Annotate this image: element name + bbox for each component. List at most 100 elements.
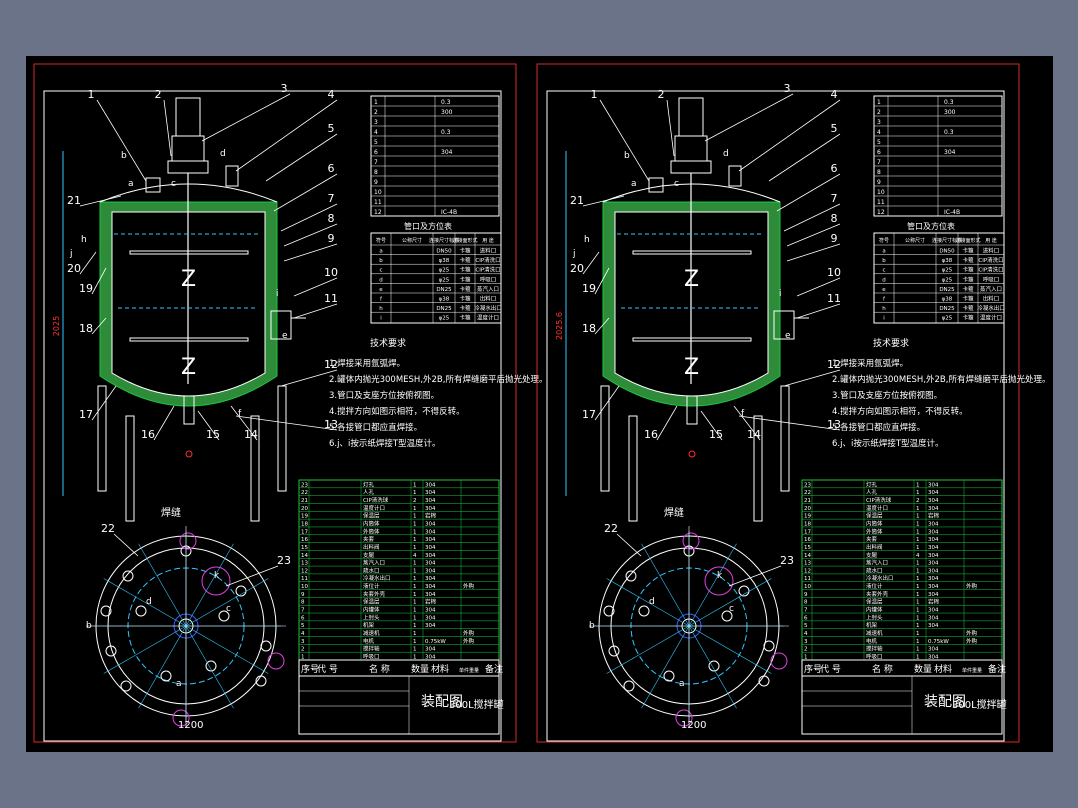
parts-cell: 11 — [301, 576, 308, 582]
plan-radial-line — [185, 625, 234, 709]
height-dimension: 2025.6 — [555, 312, 564, 340]
parts-cell: 304 — [425, 655, 436, 661]
nozzle-table-header: 符号 — [879, 237, 889, 244]
impeller-lower — [129, 337, 249, 342]
leader-line — [666, 99, 675, 157]
parts-cell: 304 — [928, 506, 939, 512]
spec-value: 0.3 — [944, 99, 954, 106]
plan-part-number: 22 — [604, 522, 618, 535]
parts-header-cell: 数量 — [914, 663, 932, 675]
tech-req-line: 6.j、i按示纸焊接T型温度计。 — [832, 438, 944, 449]
spec-row-number: 1 — [374, 99, 378, 106]
nozzle-cell: CIP清洗口 — [475, 266, 500, 274]
parts-cell: 304 — [928, 490, 939, 496]
plan-part-number: 22 — [101, 522, 115, 535]
parts-cell: 内筒体 — [363, 519, 380, 527]
plan-nozzle-letter: c — [729, 604, 734, 614]
parts-cell: 夹套外壳 — [866, 590, 889, 598]
parts-cell: 减速机 — [866, 629, 883, 637]
outlet-valve — [686, 395, 698, 425]
parts-cell: 出料阀 — [363, 543, 380, 551]
parts-cell: 保温层 — [363, 512, 380, 520]
parts-cell: 外购 — [966, 637, 978, 645]
plan-manhole — [201, 566, 231, 596]
parts-cell: 7 — [301, 608, 305, 614]
nozzle-a — [648, 177, 664, 193]
parts-cell: 5 — [804, 623, 808, 629]
part-number: 19 — [79, 282, 93, 295]
nozzle-cell: e — [882, 287, 886, 293]
part-number: 17 — [79, 408, 93, 421]
nozzle-letter: f — [741, 409, 745, 419]
nozzle-cell: 卡箍 — [459, 304, 471, 312]
part-number: 1 — [88, 88, 95, 101]
parts-cell: 冷凝水出口 — [866, 574, 894, 582]
parts-cell: 304 — [928, 647, 939, 653]
spec-value: 0.3 — [441, 129, 451, 136]
impeller-mark: Z — [684, 355, 699, 380]
parts-cell: 上封头 — [363, 613, 380, 621]
parts-cell: 1 — [413, 576, 417, 582]
parts-cell: 4 — [916, 553, 920, 559]
motor — [175, 97, 201, 137]
parts-cell: 2 — [804, 647, 808, 653]
plan-part-number: 23 — [780, 554, 794, 567]
leader-line — [786, 243, 841, 262]
parts-cell: 10 — [301, 584, 308, 590]
parts-cell: 8 — [804, 600, 808, 606]
parts-cell: 夹套 — [363, 535, 375, 543]
part-number: 9 — [328, 232, 335, 245]
parts-header-cell: 代 号 — [317, 664, 338, 675]
spec-row-number: 11 — [374, 199, 382, 206]
parts-cell: 1 — [413, 514, 417, 520]
nozzle-cell: 卡箍 — [459, 247, 471, 255]
parts-cell: 304 — [425, 553, 436, 559]
parts-cell: 外筒体 — [363, 527, 380, 535]
spec-row-number: 3 — [374, 119, 378, 126]
tech-req-line: 3.管口及支座方位按俯视图。 — [329, 390, 439, 401]
parts-cell: 1 — [301, 655, 305, 661]
parts-cell: 304 — [928, 482, 939, 488]
plan-lug — [682, 532, 700, 550]
plan-nozzle-hole — [623, 680, 635, 692]
plan-nozzle-hole — [260, 640, 272, 652]
plan-part-number: 23 — [277, 554, 291, 567]
impeller-mark: Z — [684, 267, 699, 292]
leader-line — [796, 303, 841, 319]
leader-line — [776, 173, 841, 212]
plan-lug — [267, 652, 285, 670]
parts-cell: 机架 — [866, 621, 878, 629]
part-number: 3 — [281, 82, 288, 95]
nozzle-cell: b — [882, 258, 886, 264]
parts-cell: CIP清洗球 — [866, 496, 892, 504]
nozzle-cell: CIP清洗口 — [475, 256, 500, 264]
nozzle-table-header: 符号 — [376, 237, 386, 244]
parts-cell: 1 — [916, 576, 920, 582]
parts-cell: 304 — [928, 608, 939, 614]
leader-line — [79, 251, 97, 275]
parts-cell: 15 — [804, 545, 811, 551]
parts-cell: 灯孔 — [363, 480, 375, 488]
parts-cell: 外购 — [966, 582, 978, 590]
nozzle-table-header: 连接面形式 — [955, 237, 980, 244]
parts-cell: 304 — [928, 498, 939, 504]
parts-cell: CIP清洗球 — [363, 496, 389, 504]
leader-line — [280, 203, 338, 232]
plan-radial-line — [185, 625, 269, 674]
tech-req-line: 5.各接管口都应直焊接。 — [329, 422, 422, 433]
parts-cell: 304 — [425, 568, 436, 574]
parts-cell: 机架 — [363, 621, 375, 629]
parts-cell: 304 — [425, 576, 436, 582]
nozzle-cell: 卡箍 — [459, 285, 471, 293]
parts-cell: 岩棉 — [928, 598, 940, 606]
tech-req-line: 2.罐体内抛光300MESH,外2B,所有焊缝磨平后抛光处理。 — [329, 374, 547, 385]
parts-cell: 外购 — [966, 629, 978, 637]
parts-cell: 保温层 — [866, 512, 883, 520]
nozzle-cell: 卡箍 — [459, 256, 471, 264]
part-number: 21 — [570, 194, 584, 207]
part-number: 1 — [591, 88, 598, 101]
parts-cell: 20 — [301, 506, 308, 512]
